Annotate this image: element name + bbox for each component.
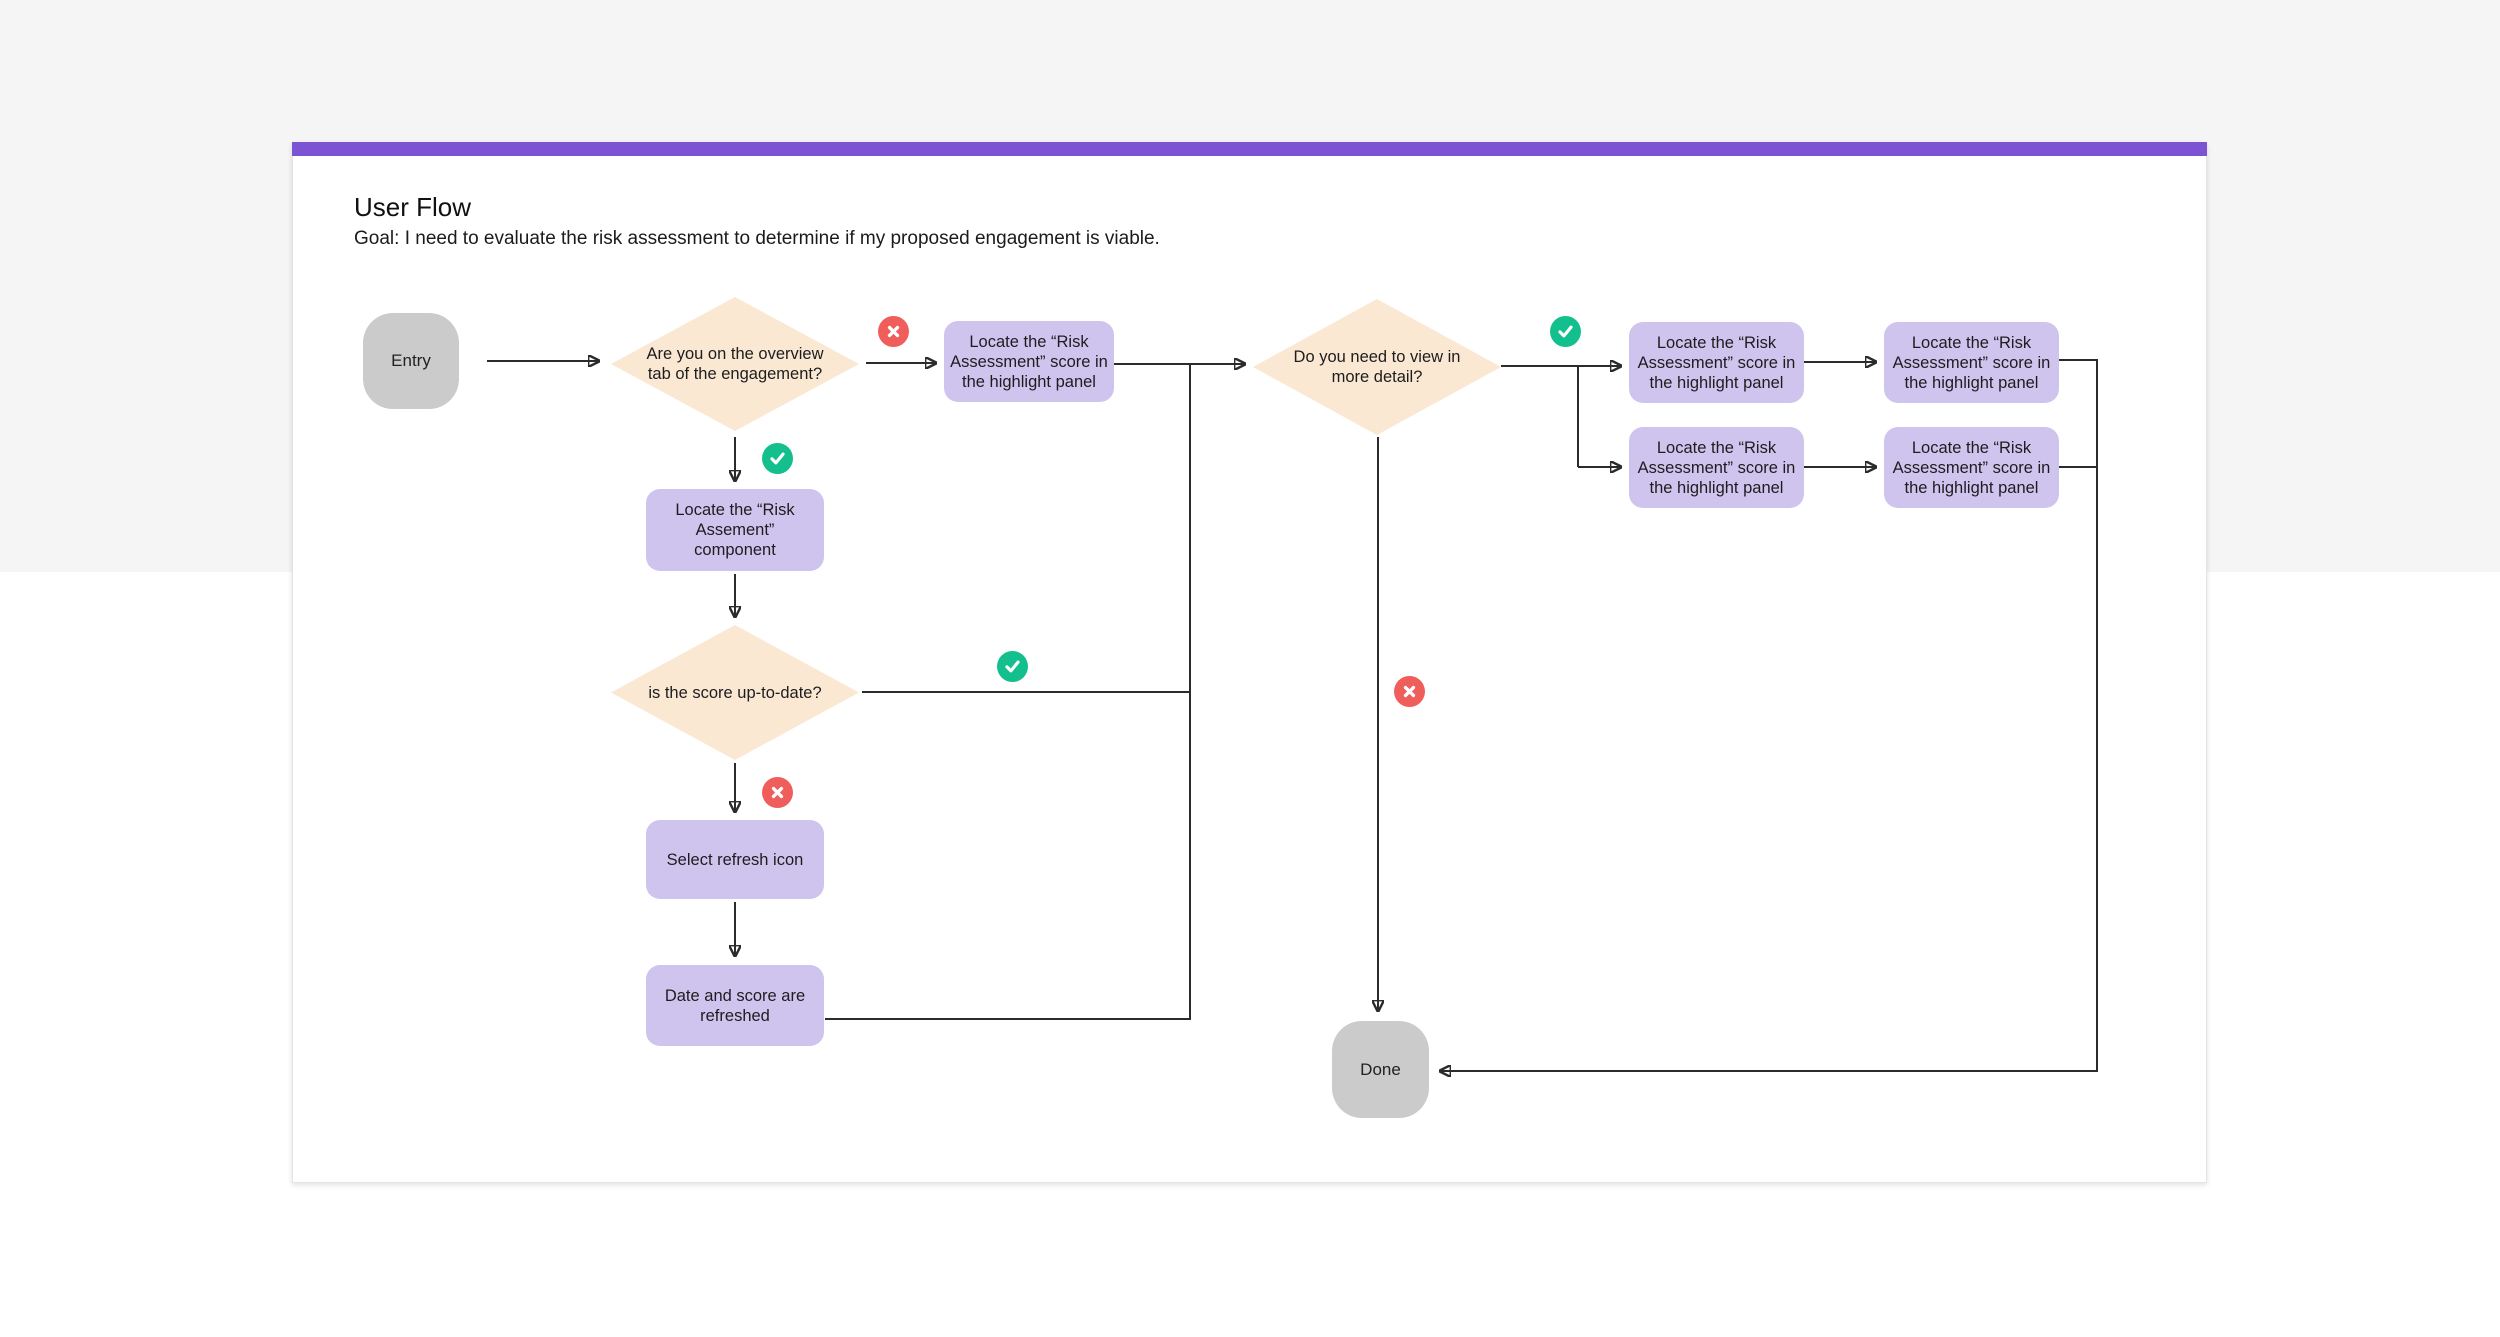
flow-card	[292, 142, 2207, 1183]
step-locate-score-4: Locate the “Risk Assessment” score in th…	[1629, 427, 1804, 508]
entry-node: Entry	[363, 313, 459, 409]
edge-date-refreshed-loop	[825, 364, 1191, 1020]
step-locate-component-label: Locate the “Risk Assement” component	[675, 501, 795, 559]
step-locate-score-5-label: Locate the “Risk Assessment” score in th…	[1892, 438, 2051, 497]
done-label: Done	[1360, 1059, 1401, 1079]
cross-icon	[1394, 676, 1425, 707]
step-date-refreshed: Date and score are refreshed	[646, 965, 824, 1046]
step-locate-score-3: Locate the “Risk Assessment” score in th…	[1884, 322, 2059, 403]
edge-row1-to-done	[1440, 359, 2098, 1071]
decision-more-detail-label: Do you need to view in more detail?	[1293, 348, 1461, 386]
check-icon	[762, 443, 793, 474]
entry-label: Entry	[391, 351, 431, 370]
step-locate-score-5: Locate the “Risk Assessment” score in th…	[1884, 427, 2059, 508]
step-locate-score-2-label: Locate the “Risk Assessment” score in th…	[1637, 333, 1796, 392]
step-select-refresh-label: Select refresh icon	[666, 850, 804, 869]
decision-score-up-to-date-label: is the score up-to-date?	[648, 683, 822, 702]
step-locate-score-1: Locate the “Risk Assessment” score in th…	[944, 321, 1114, 402]
check-icon	[997, 651, 1028, 682]
step-locate-component: Locate the “Risk Assement” component	[646, 489, 824, 571]
done-node: Done	[1332, 1021, 1429, 1118]
cross-icon	[878, 316, 909, 347]
step-locate-score-1-label: Locate the “Risk Assessment” score in th…	[950, 332, 1108, 391]
goal-text: Goal: I need to evaluate the risk assess…	[354, 228, 1160, 249]
check-icon	[1550, 316, 1581, 347]
decision-overview-tab-label: Are you on the overview tab of the engag…	[646, 345, 824, 383]
page-title: User Flow	[354, 192, 472, 222]
step-locate-score-2: Locate the “Risk Assessment” score in th…	[1629, 322, 1804, 403]
cross-icon	[762, 777, 793, 808]
step-select-refresh: Select refresh icon	[646, 820, 824, 899]
step-date-refreshed-label: Date and score are refreshed	[664, 986, 806, 1025]
step-locate-score-3-label: Locate the “Risk Assessment” score in th…	[1892, 333, 2051, 392]
step-locate-score-4-label: Locate the “Risk Assessment” score in th…	[1637, 438, 1796, 497]
card-accent-bar	[292, 142, 2207, 156]
